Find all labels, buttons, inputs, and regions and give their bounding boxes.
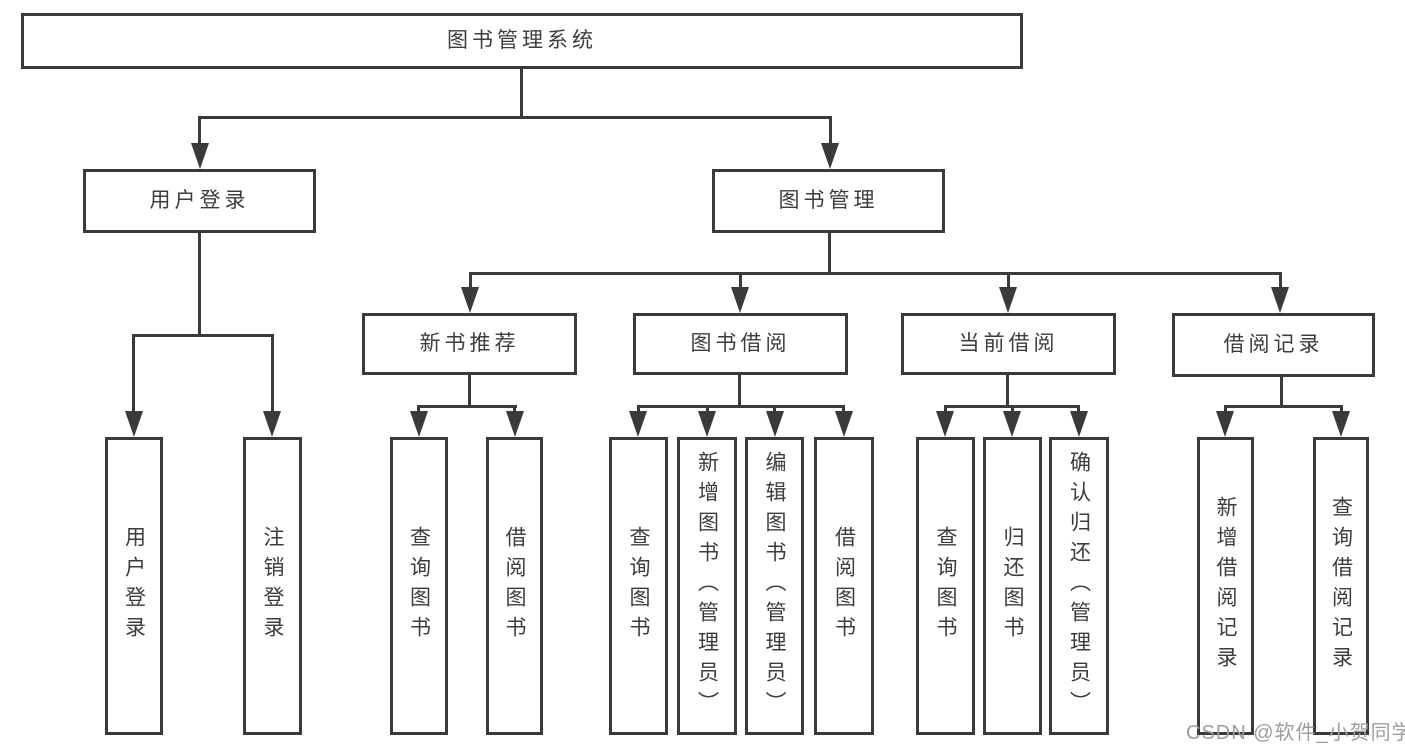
leaf-logout: 注销登录 (243, 437, 302, 735)
node-current-borrow: 当前借阅 (901, 313, 1116, 375)
connector-line (132, 334, 135, 414)
connector-line (469, 272, 1282, 275)
connector-line (773, 405, 776, 415)
connector-line (1224, 405, 1227, 415)
connector-line (198, 116, 201, 146)
connector-line (1279, 272, 1282, 290)
leaf-add-book-admin: 新增图书（管理员） (677, 437, 737, 735)
connector-line (637, 405, 640, 415)
connector-line (417, 405, 420, 415)
arrow-down-icon (629, 411, 647, 437)
connector-line (738, 375, 741, 408)
leaf-query-books-recommend: 查询图书 (390, 437, 448, 735)
connector-line (513, 405, 516, 415)
node-user-login: 用户登录 (83, 169, 316, 233)
arrow-down-icon (1070, 411, 1088, 437)
connector-line (198, 233, 201, 337)
connector-line (469, 272, 472, 290)
arrow-down-icon (821, 143, 839, 169)
leaf-return-books: 归还图书 (983, 437, 1042, 735)
leaf-borrow-books-borrow: 借阅图书 (814, 437, 874, 735)
node-new-book-recommend: 新书推荐 (362, 313, 577, 375)
arrow-down-icon (191, 143, 209, 169)
connector-line (706, 405, 709, 415)
arrow-down-icon (1003, 411, 1021, 437)
arrow-down-icon (835, 411, 853, 437)
connector-line (133, 334, 274, 337)
connector-line (468, 375, 471, 408)
connector-line (829, 116, 832, 146)
leaf-borrow-books-recommend: 借阅图书 (486, 437, 543, 735)
arrow-down-icon (410, 411, 428, 437)
node-book-management: 图书管理 (712, 169, 945, 233)
arrow-down-icon (125, 411, 143, 437)
leaf-edit-book-admin: 编辑图书（管理员） (745, 437, 804, 735)
connector-line (1224, 405, 1343, 408)
connector-line (1011, 405, 1014, 415)
leaf-user-login: 用户登录 (105, 437, 163, 735)
connector-line (828, 233, 831, 275)
connector-line (1077, 405, 1080, 415)
arrow-down-icon (936, 411, 954, 437)
leaf-add-borrow-record: 新增借阅记录 (1197, 437, 1254, 735)
connector-line (944, 405, 947, 415)
connector-line (199, 116, 832, 119)
connector-line (637, 405, 845, 408)
connector-line (842, 405, 845, 415)
leaf-query-borrow-record: 查询借阅记录 (1313, 437, 1369, 735)
connector-line (1006, 375, 1009, 408)
csdn-watermark: CSDN @软件_小贺同学 (1186, 722, 1405, 744)
connector-line (520, 68, 523, 119)
connector-line (739, 272, 742, 290)
arrow-down-icon (461, 287, 479, 313)
node-library-management-system: 图书管理系统 (21, 13, 1023, 69)
arrow-down-icon (1332, 411, 1350, 437)
connector-line (418, 405, 517, 408)
connector-line (271, 334, 274, 414)
connector-line (1007, 272, 1010, 290)
connector-line (1280, 377, 1283, 408)
arrow-down-icon (263, 411, 281, 437)
arrow-down-icon (506, 411, 524, 437)
connector-line (1340, 405, 1343, 415)
leaf-query-books-borrow: 查询图书 (609, 437, 668, 735)
arrow-down-icon (1271, 287, 1289, 313)
leaf-confirm-return-admin: 确认归还（管理员） (1049, 437, 1109, 735)
arrow-down-icon (766, 411, 784, 437)
leaf-query-books-current: 查询图书 (916, 437, 975, 735)
arrow-down-icon (1216, 411, 1234, 437)
arrow-down-icon (999, 287, 1017, 313)
node-book-borrow: 图书借阅 (633, 313, 848, 375)
arrow-down-icon (698, 411, 716, 437)
arrow-down-icon (731, 287, 749, 313)
node-borrow-record: 借阅记录 (1172, 313, 1375, 377)
